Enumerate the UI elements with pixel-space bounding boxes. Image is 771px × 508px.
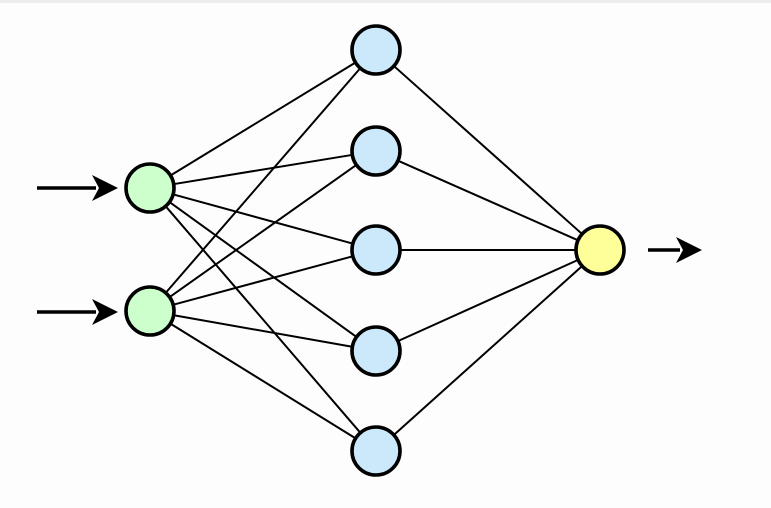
node-h5[interactable] xyxy=(350,425,402,477)
input-arrow-top xyxy=(37,175,118,201)
edge-i1-h2 xyxy=(171,153,355,186)
input-arrow-top-head-icon xyxy=(92,175,118,201)
node-o1[interactable] xyxy=(574,224,626,276)
io-arrows-group xyxy=(37,175,702,325)
edge-i1-h4 xyxy=(167,200,359,339)
top-edge-band xyxy=(0,0,771,3)
output-arrow xyxy=(648,237,702,263)
edge-i2-h5 xyxy=(168,322,358,440)
edge-i1-h5 xyxy=(163,204,363,435)
input-arrow-bottom xyxy=(37,299,118,325)
edge-i1-h3 xyxy=(170,193,356,245)
edge-h1-o1 xyxy=(392,64,584,236)
edge-h5-o1 xyxy=(391,264,585,437)
edge-i2-h1 xyxy=(163,66,363,295)
node-h4[interactable] xyxy=(350,325,402,377)
edge-h4-o1 xyxy=(395,258,581,343)
edge-i2-h2 xyxy=(167,163,359,299)
node-h3[interactable] xyxy=(350,224,402,276)
node-h2[interactable] xyxy=(350,125,402,177)
output-arrow-head-icon xyxy=(676,237,702,263)
nodes-group xyxy=(124,24,626,477)
edge-i2-h3 xyxy=(171,254,355,307)
edges-group xyxy=(163,60,585,440)
node-h1[interactable] xyxy=(350,24,402,76)
edge-i1-h1 xyxy=(168,60,358,178)
edge-h2-o1 xyxy=(395,159,581,242)
edge-i2-h4 xyxy=(171,313,355,349)
input-arrow-bottom-head-icon xyxy=(92,299,118,325)
node-i1[interactable] xyxy=(124,162,176,214)
node-i2[interactable] xyxy=(124,285,176,337)
